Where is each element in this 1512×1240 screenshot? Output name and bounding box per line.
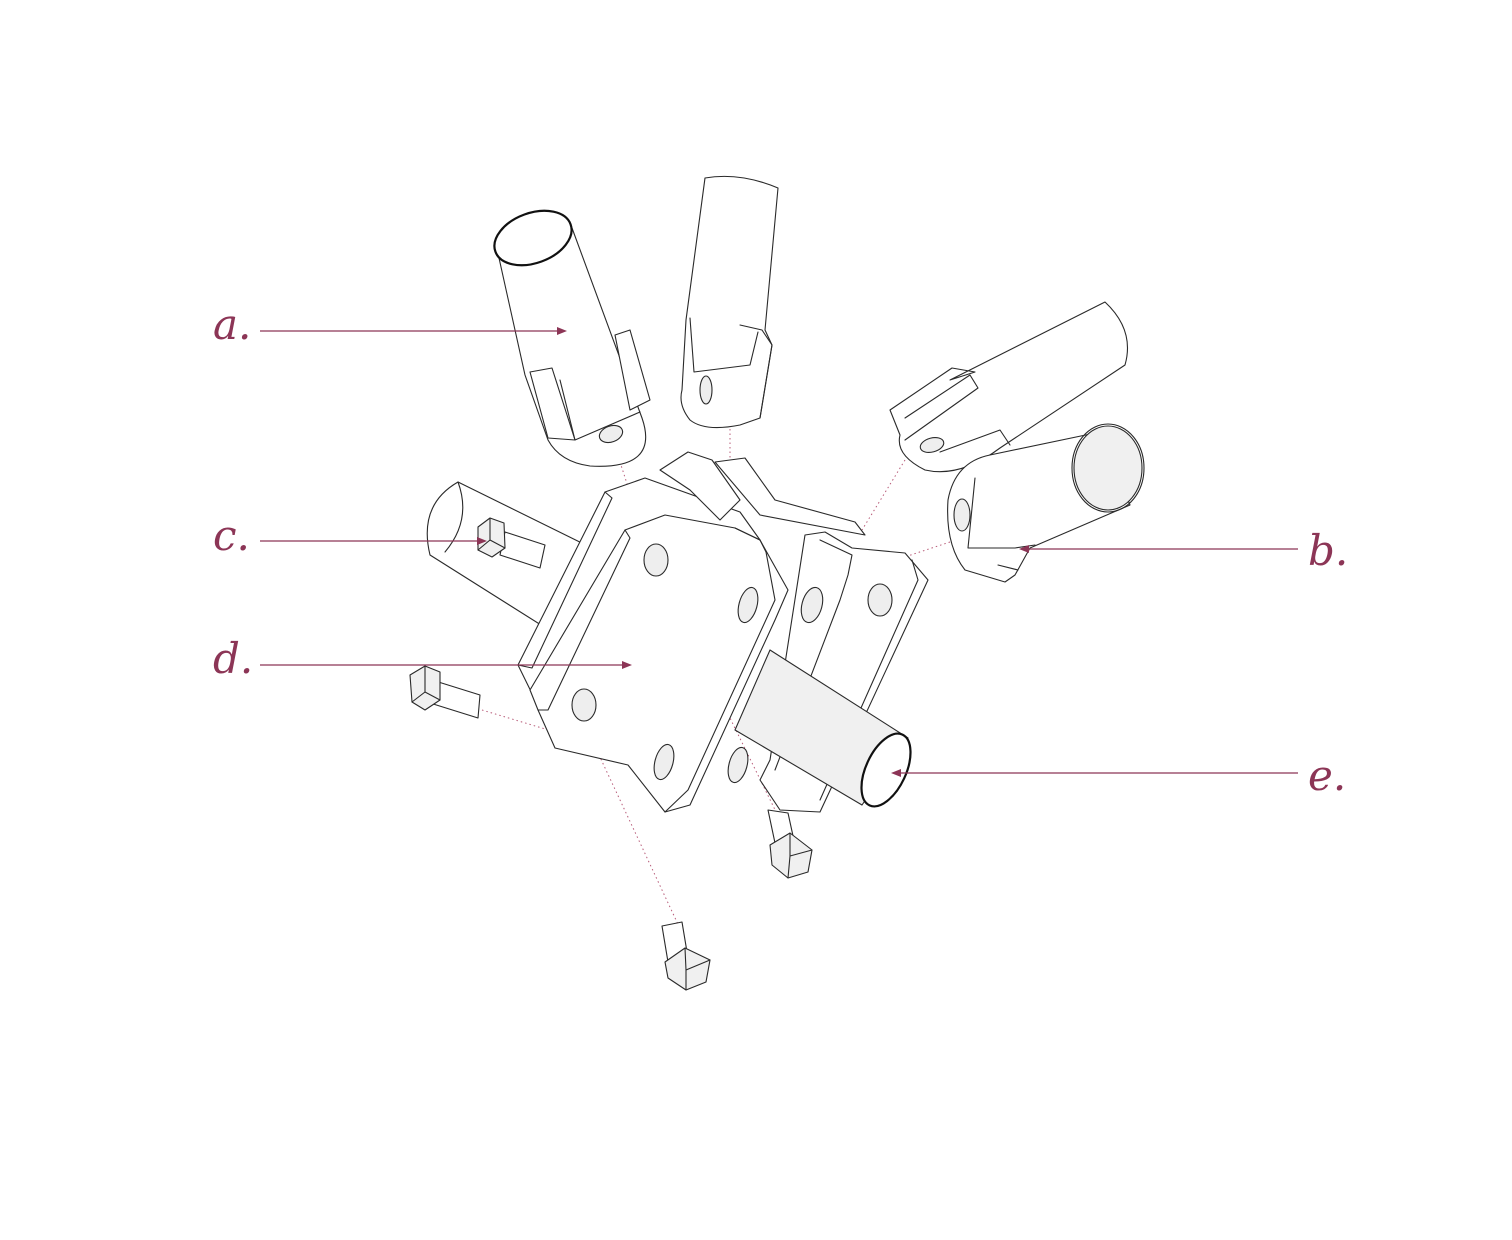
tube-right-clevis [889,301,1129,473]
callout-leader-b [1019,545,1298,553]
callout-label-c: c. [213,511,250,560]
main-bracket-plate [529,514,789,813]
callout-label-e: e. [1308,751,1346,800]
bolt-left [409,665,481,719]
callout-label-a: a. [213,300,251,349]
tube-a-clevis [493,209,651,467]
bolt-lower-middle [767,809,813,879]
callout-label-b: b. [1308,526,1348,575]
tube-b-clevis [947,423,1145,583]
callout-leader-c [260,537,487,545]
callout-leader-e [891,769,1298,777]
central-tube [734,649,912,808]
bolt-bottom [661,921,711,991]
callout-leader-d [260,661,632,669]
callout-leader-a [260,327,567,335]
tube-top-clevis [680,175,779,429]
callout-label-d: d. [213,634,253,683]
bolt-c [477,517,546,569]
